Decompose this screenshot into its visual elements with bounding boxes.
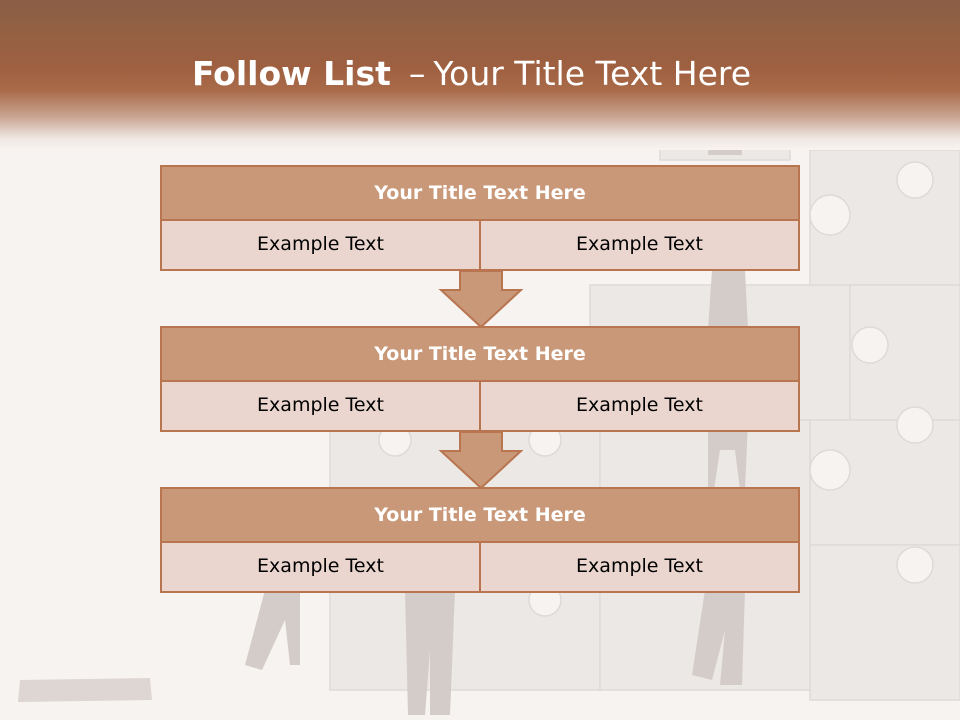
down-arrow-icon bbox=[438, 270, 524, 329]
step-cell-left: Example Text bbox=[160, 221, 481, 271]
step-cell-right: Example Text bbox=[481, 543, 800, 593]
slide-title-dash: – bbox=[408, 54, 426, 93]
step-block-1: Your Title Text Here Example Text Exampl… bbox=[160, 165, 800, 271]
title-bar bbox=[0, 0, 960, 150]
step-block-3: Your Title Text Here Example Text Exampl… bbox=[160, 487, 800, 593]
step-title: Your Title Text Here bbox=[160, 487, 800, 543]
step-row: Example Text Example Text bbox=[160, 543, 800, 593]
slide-title-rest: Your Title Text Here bbox=[433, 54, 752, 93]
down-arrow-icon bbox=[438, 431, 524, 490]
step-row: Example Text Example Text bbox=[160, 382, 800, 432]
step-row: Example Text Example Text bbox=[160, 221, 800, 271]
slide-title-bold: Follow List bbox=[191, 54, 391, 93]
step-cell-left: Example Text bbox=[160, 543, 481, 593]
step-cell-right: Example Text bbox=[481, 382, 800, 432]
step-title: Your Title Text Here bbox=[160, 326, 800, 382]
step-title: Your Title Text Here bbox=[160, 165, 800, 221]
step-cell-right: Example Text bbox=[481, 221, 800, 271]
step-cell-left: Example Text bbox=[160, 382, 481, 432]
step-block-2: Your Title Text Here Example Text Exampl… bbox=[160, 326, 800, 432]
slide-title: Follow List–Your Title Text Here bbox=[0, 54, 943, 93]
